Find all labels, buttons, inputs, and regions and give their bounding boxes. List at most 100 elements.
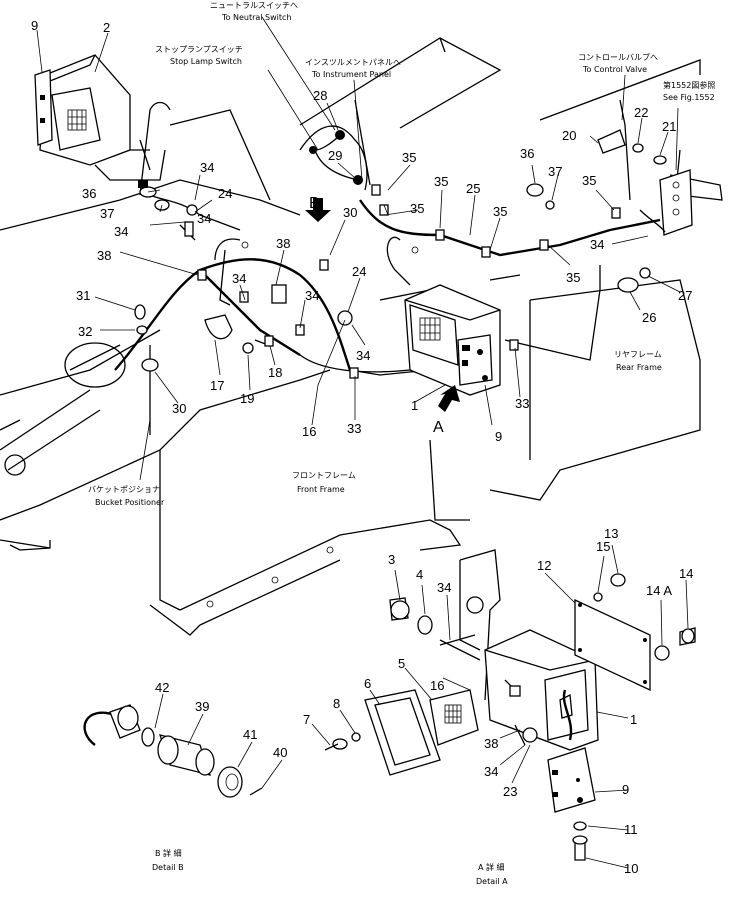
label-34: 34 [200, 160, 214, 175]
label-34-d: 34 [305, 288, 319, 303]
label-35-c: 35 [434, 174, 448, 189]
caption-front-en: Front Frame [297, 485, 345, 494]
label-13: 13 [604, 526, 618, 541]
label-41: 41 [243, 727, 257, 742]
label-34-f: 34 [437, 580, 451, 595]
marker-b: B [309, 195, 320, 212]
caption-front-ja: フロントフレーム [292, 471, 356, 480]
label-30-b: 30 [172, 401, 186, 416]
boom-cylinder [0, 342, 126, 476]
label-29: 29 [328, 148, 342, 163]
caption-detailB-en: Detail B [152, 863, 184, 872]
label-1-b: 1 [630, 712, 637, 727]
label-37: 37 [100, 206, 114, 221]
label-24: 24 [218, 186, 232, 201]
caption-control-en: To Control Valve [582, 65, 647, 74]
label-9-c: 9 [622, 782, 629, 797]
label-32: 32 [78, 324, 92, 339]
label-3: 3 [388, 552, 395, 567]
caption-instrument-en: To Instrument Panel [311, 70, 391, 79]
label-35-b: 35 [410, 201, 424, 216]
label-12: 12 [537, 558, 551, 573]
label-35-e: 35 [582, 173, 596, 188]
label-38: 38 [276, 236, 290, 251]
label-14: 14 [679, 566, 693, 581]
label-1: 1 [411, 398, 418, 413]
label-16-b: 16 [430, 678, 444, 693]
top-switch-connectors [309, 130, 363, 185]
part-labels: 9 2 28 29 35 36 37 34 24 30 34 38 38 34 … [31, 18, 693, 876]
label-16: 16 [302, 424, 316, 439]
control-valve-connector [526, 129, 693, 293]
label-22: 22 [634, 105, 648, 120]
label-35-d: 35 [493, 204, 507, 219]
caption-seefig-ja: 第1552図参照 [663, 80, 715, 90]
label-30: 30 [343, 205, 357, 220]
label-33-b: 33 [347, 421, 361, 436]
front-frame-outline [0, 109, 462, 636]
label-39: 39 [195, 699, 209, 714]
work-lamp-left [34, 54, 166, 181]
caption-detailA-ja: A 詳 細 [478, 862, 505, 872]
caption-bucket-ja: バケットポジショナ [88, 485, 160, 494]
caption-seefig-en: See Fig.1552 [663, 93, 715, 102]
rear-work-lamp-main [404, 284, 501, 396]
label-36-b: 36 [520, 146, 534, 161]
label-7: 7 [303, 712, 310, 727]
detail-a-assembly [324, 549, 696, 861]
label-25: 25 [466, 181, 480, 196]
marker-a: A [433, 419, 444, 436]
caption-bucket-en: Bucket Positioner [95, 498, 165, 507]
label-23: 23 [503, 784, 517, 799]
label-26: 26 [642, 310, 656, 325]
label-4: 4 [416, 567, 423, 582]
label-40: 40 [273, 745, 287, 760]
caption-rear-ja: リヤフレーム [614, 350, 662, 359]
label-31: 31 [76, 288, 90, 303]
label-38-c: 38 [484, 736, 498, 751]
center-brackets [134, 284, 353, 372]
label-35: 35 [402, 150, 416, 165]
label-34-c: 34 [232, 271, 246, 286]
caption-rear-en: Rear Frame [616, 363, 662, 372]
label-9-b: 9 [495, 429, 502, 444]
label-36: 36 [82, 186, 96, 201]
label-9: 9 [31, 18, 38, 33]
label-28: 28 [313, 88, 327, 103]
label-24-b: 24 [352, 264, 366, 279]
caption-control-ja: コントロールバルブへ [578, 52, 658, 62]
label-5: 5 [398, 656, 405, 671]
label-2: 2 [103, 20, 110, 35]
label-33: 33 [515, 396, 529, 411]
label-8: 8 [333, 696, 340, 711]
caption-instrument-ja: インスツルメントパネルへ [305, 58, 401, 67]
rear-frame-outline [299, 37, 723, 521]
caption-detailA-en: Detail A [476, 877, 508, 886]
label-11: 11 [624, 822, 638, 837]
label-34-b: 34 [114, 224, 128, 239]
detail-b-assembly [83, 704, 263, 798]
label-14-a: 14 A [646, 583, 672, 598]
caption-stoplamp-ja: ストップランプスイッチ [155, 45, 243, 54]
label-34-h: 34 [356, 348, 370, 363]
caption-neutral-ja: ニュートラルスイッチへ [210, 1, 298, 10]
caption-detailB-ja: B 詳 細 [155, 848, 182, 858]
label-20: 20 [562, 128, 576, 143]
caption-neutral-en: To Neutral Switch [221, 13, 291, 22]
label-17: 17 [210, 378, 224, 393]
leader-lines [36, 16, 689, 869]
label-34-g: 34 [484, 764, 498, 779]
caption-stoplamp-en: Stop Lamp Switch [170, 57, 242, 66]
view-markers [305, 198, 460, 412]
label-34-i: 34 [197, 211, 211, 226]
label-6: 6 [364, 676, 371, 691]
label-27: 27 [678, 288, 692, 303]
label-35-f: 35 [566, 270, 580, 285]
label-42: 42 [155, 680, 169, 695]
label-37-b: 37 [548, 164, 562, 179]
captions: ニュートラルスイッチへ To Neutral Switch ストップランプスイッ… [88, 1, 715, 886]
label-21: 21 [662, 119, 676, 134]
label-38-b: 38 [97, 248, 111, 263]
